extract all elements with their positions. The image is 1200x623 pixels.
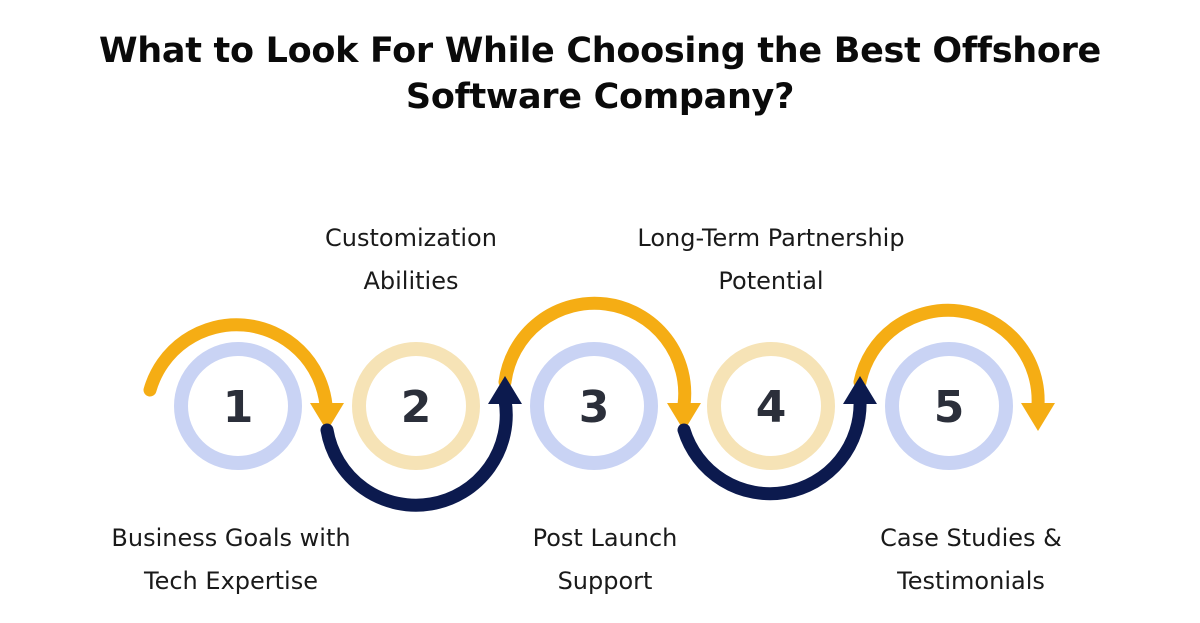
step-circle-2: 2 — [352, 342, 480, 470]
arrow-down-3 — [1021, 403, 1055, 431]
step-label-1: Business Goals with Tech Expertise — [86, 517, 376, 603]
title-line-2: Software Company? — [405, 77, 795, 117]
step-number-2: 2 — [401, 382, 432, 433]
step-3-line-1: Post Launch — [532, 524, 678, 552]
step-number-4: 4 — [756, 382, 787, 433]
step-5-line-1: Case Studies & — [880, 524, 1062, 552]
step-5-line-2: Testimonials — [897, 567, 1045, 595]
step-circle-1: 1 — [174, 342, 302, 470]
step-1-line-2: Tech Expertise — [144, 567, 318, 595]
step-1-line-1: Business Goals with — [111, 524, 351, 552]
arc-orange-1 — [143, 318, 333, 412]
step-circle-4: 4 — [707, 342, 835, 470]
step-label-2: Customization Abilities — [296, 217, 526, 303]
step-2-line-1: Customization — [325, 224, 497, 252]
step-number-1: 1 — [223, 382, 254, 433]
arc-navy-1 — [320, 393, 513, 512]
step-3-line-2: Support — [557, 567, 653, 595]
step-4-line-2: Potential — [718, 267, 824, 295]
step-2-line-2: Abilities — [363, 267, 459, 295]
arc-orange-2 — [498, 296, 692, 412]
arc-navy-2 — [677, 393, 867, 501]
step-label-5: Case Studies & Testimonials — [851, 517, 1091, 603]
page-title: What to Look For While Choosing the Best… — [0, 28, 1200, 120]
arc-orange-3 — [853, 303, 1045, 412]
arrow-up-1 — [488, 376, 522, 404]
step-number-3: 3 — [579, 382, 610, 433]
arrow-up-2 — [843, 376, 877, 404]
step-circle-5: 5 — [885, 342, 1013, 470]
step-number-5: 5 — [934, 382, 965, 433]
step-label-3: Post Launch Support — [485, 517, 725, 603]
step-label-4: Long-Term Partnership Potential — [611, 217, 931, 303]
title-line-1: What to Look For While Choosing the Best… — [98, 31, 1101, 71]
arrow-down-1 — [310, 403, 344, 431]
arrow-down-2 — [667, 403, 701, 431]
step-4-line-1: Long-Term Partnership — [637, 224, 905, 252]
step-circle-3: 3 — [530, 342, 658, 470]
